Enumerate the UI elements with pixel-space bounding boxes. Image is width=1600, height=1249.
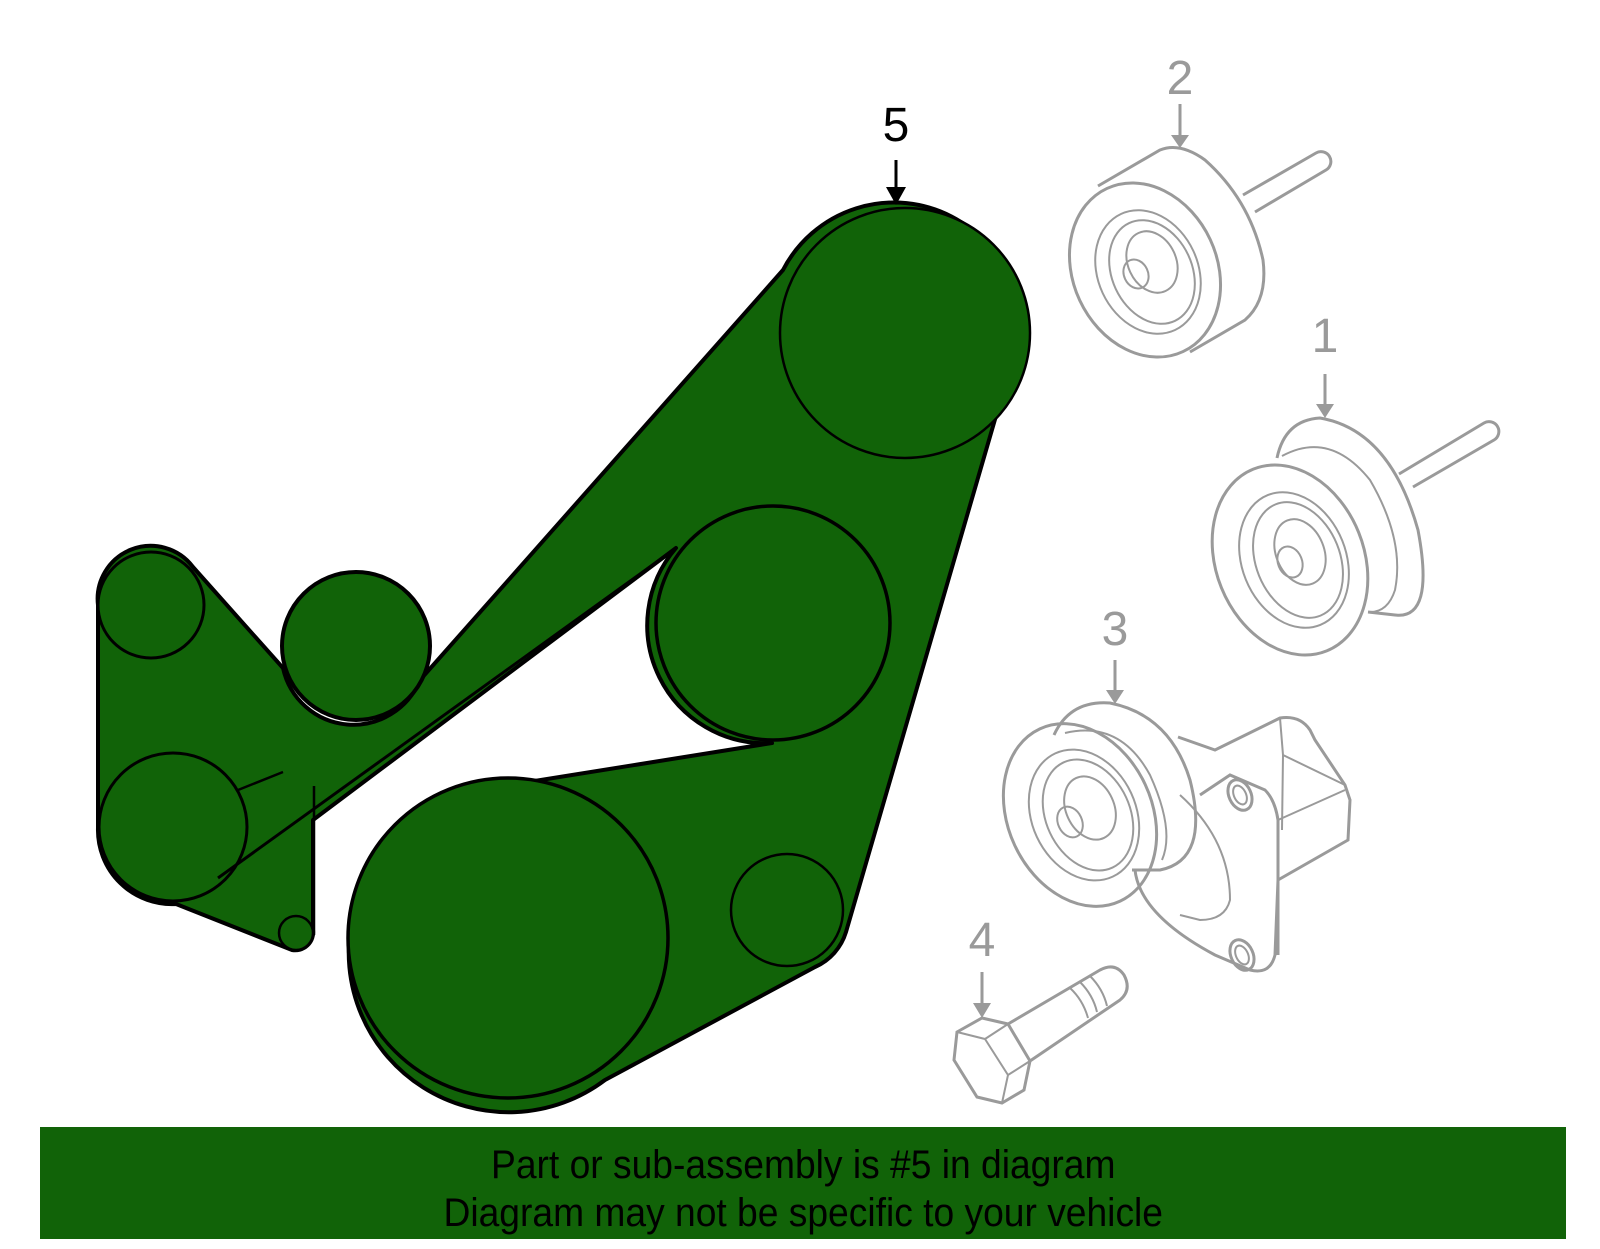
part-3-belt-tensioner[interactable]: 3: [975, 603, 1352, 974]
shaft: [1398, 420, 1501, 489]
pulley-top-right-crank: [778, 206, 1032, 460]
arrow-down-icon: [1106, 690, 1124, 704]
pulley-groove: [1281, 446, 1399, 613]
pulley-ring-1: [1238, 491, 1350, 629]
callout-1-number: 1: [1312, 310, 1339, 363]
callout-4-number: 4: [969, 914, 996, 967]
tensioner-arm-line: [237, 770, 284, 792]
pulley-bolt: [1056, 805, 1084, 839]
banner-disclaimer: Diagram may not be specific to your vehi…: [443, 1191, 1164, 1235]
arrow-down-icon: [886, 187, 906, 205]
mount-hole-top: [1226, 778, 1254, 812]
mount-hole-bottom: [1228, 938, 1256, 972]
pulley-tiny-bottom: [277, 914, 315, 952]
arrow-down-icon: [973, 1003, 991, 1018]
belt-inner-line: [217, 546, 677, 880]
pulley-lower-left: [97, 751, 249, 903]
mount-hole-bottom-inner: [1234, 944, 1250, 966]
bolt-head: [952, 1016, 1032, 1105]
pulley-ring-1: [1027, 748, 1141, 882]
callout-5[interactable]: 5: [883, 99, 910, 205]
pulley-body: [1097, 146, 1266, 354]
pulley-ring-2: [1041, 758, 1135, 872]
pulley-ring-2: [1252, 501, 1344, 619]
bolt-threads: [1069, 975, 1108, 1019]
pulley-back-flange: [1052, 701, 1198, 872]
part-2-idler-pulley[interactable]: 2: [1042, 52, 1333, 382]
callout-2-number: 2: [1167, 52, 1194, 105]
pulley-large-bottom: [346, 776, 670, 1100]
pulley-face: [1067, 181, 1223, 359]
belt-assembly-part-5[interactable]: [95, 200, 1032, 1115]
pulley-hub: [1125, 230, 1179, 294]
callout-3-number: 3: [1102, 603, 1129, 656]
mount-hole-top-inner: [1232, 784, 1248, 806]
pulley-bolt: [1122, 258, 1150, 290]
pulley-bolt: [1276, 545, 1304, 579]
pulley-middle-right: [654, 504, 892, 742]
part-4-bolt[interactable]: 4: [952, 914, 1129, 1105]
arrow-down-icon: [1171, 135, 1189, 148]
pulley-hub: [1063, 775, 1117, 841]
tensioner-arm: [1179, 794, 1232, 922]
arrow-down-icon: [1316, 404, 1334, 418]
pulley-face: [1210, 463, 1370, 657]
shaft: [1242, 150, 1333, 214]
pulley-top-left: [96, 550, 206, 660]
bolt-head-facets: [956, 1023, 1031, 1104]
tensioner-block-edges: [1277, 717, 1346, 831]
info-banner: Part or sub-assembly is #5 in diagram Di…: [40, 1127, 1566, 1239]
pulley-mid-left-idler: [280, 570, 432, 722]
pulley-ring-2: [1108, 219, 1196, 325]
banner-part-message: Part or sub-assembly is #5 in diagram: [491, 1143, 1116, 1187]
bolt-shank: [1007, 965, 1129, 1063]
pulley-face: [1001, 722, 1159, 908]
pulley-small-bottom-right: [729, 852, 845, 968]
callout-5-number: 5: [883, 99, 910, 152]
part-1-grooved-pulley[interactable]: 1: [1185, 310, 1501, 679]
pulley-ring-1: [1094, 209, 1202, 335]
tensioner-housing: [1133, 716, 1352, 973]
pulley-back-flange: [1275, 416, 1425, 617]
